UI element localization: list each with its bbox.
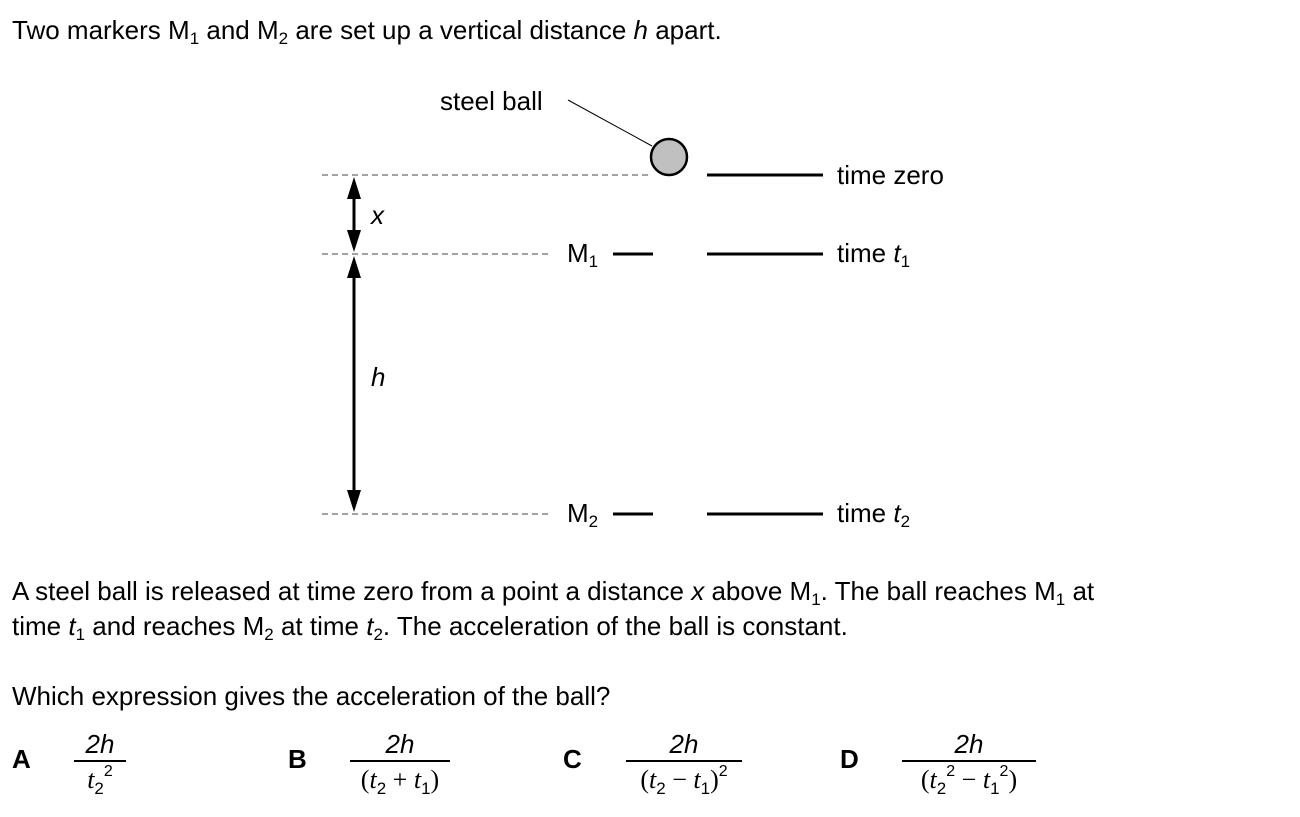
x-arrow-head-up: [347, 177, 361, 199]
option-c-denominator: (t2 − t1)2: [640, 763, 728, 798]
option-d-numerator: 2h: [954, 729, 984, 759]
option-c-expression[interactable]: 2h (t2 − t1)2: [624, 728, 744, 798]
option-b-expression[interactable]: 2h (t2 + t1): [348, 728, 452, 798]
option-d-expression[interactable]: 2h (t22 − t12): [900, 728, 1038, 798]
body-line-2: time t1 and reaches M2 at time t2. The a…: [12, 611, 848, 644]
fraction-bar: [74, 760, 126, 762]
option-a-letter[interactable]: A: [12, 744, 31, 774]
option-c-numerator: 2h: [669, 729, 699, 759]
x-arrow-head-down: [347, 230, 361, 252]
option-b-numerator: 2h: [385, 729, 415, 759]
fraction-bar: [350, 760, 450, 762]
option-a-denominator: t22: [87, 763, 113, 798]
time-t2-label: time t2: [837, 498, 911, 531]
body-line-1: A steel ball is released at time zero fr…: [12, 576, 1095, 609]
option-d-letter[interactable]: D: [840, 744, 859, 774]
h-label: h: [371, 362, 386, 392]
time-t1-label: time t1: [837, 238, 911, 271]
option-b-letter[interactable]: B: [288, 744, 307, 774]
h-arrow-head-up: [347, 256, 361, 278]
option-b-denominator: (t2 + t1): [360, 765, 440, 798]
marker-m1-label: M1: [567, 238, 599, 271]
option-d-denominator: (t22 − t12): [920, 763, 1018, 798]
steel-ball-pointer: [567, 99, 653, 147]
option-c-letter[interactable]: C: [563, 744, 582, 774]
free-fall-diagram: [322, 99, 823, 516]
x-label: x: [371, 200, 384, 230]
time-zero-label: time zero: [837, 160, 944, 190]
steel-ball-label: steel ball: [440, 86, 543, 116]
marker-m2-label: M2: [567, 498, 599, 531]
fraction-bar: [626, 760, 742, 762]
option-a-numerator: 2h: [85, 729, 115, 759]
question-prompt: Which expression gives the acceleration …: [12, 681, 611, 711]
option-a-expression[interactable]: 2h t22: [72, 728, 128, 798]
steel-ball: [649, 137, 689, 177]
h-arrow-head-down: [347, 490, 361, 512]
fraction-bar: [902, 760, 1036, 762]
intro-text: Two markers M1 and M2 are set up a verti…: [12, 15, 722, 48]
